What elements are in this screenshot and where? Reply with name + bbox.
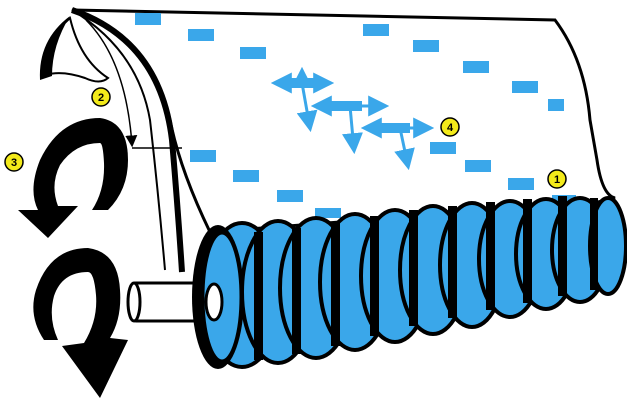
callout-1-label: 1 <box>554 174 560 186</box>
callout-4: 4 <box>441 118 459 136</box>
callout-2: 2 <box>92 88 110 106</box>
callout-4-label: 4 <box>447 122 454 134</box>
callout-2-label: 2 <box>98 92 104 104</box>
callout-3-label: 3 <box>11 157 17 169</box>
rotation-arrow-lower <box>33 248 128 398</box>
rotation-arrow-upper <box>18 118 128 238</box>
callout-1: 1 <box>548 170 566 188</box>
callout-3: 3 <box>5 153 23 171</box>
roller-front-cap <box>192 225 244 369</box>
sheet-curl-flap <box>40 16 108 82</box>
